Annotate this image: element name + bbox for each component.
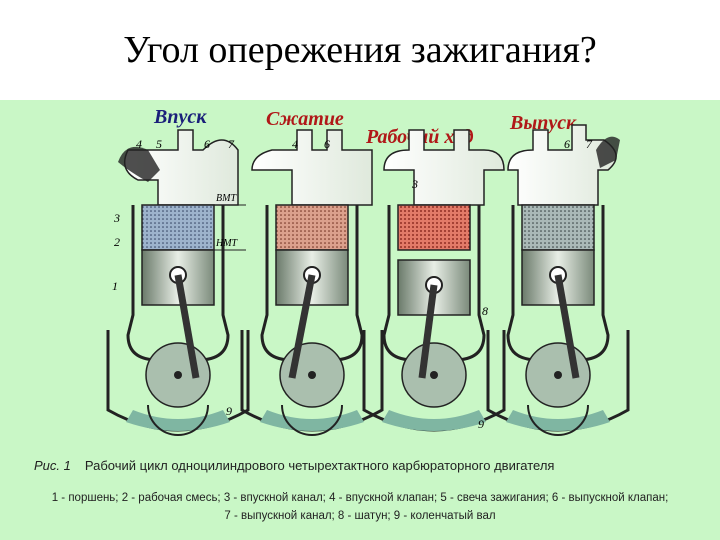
part-number-6: 6	[324, 137, 330, 151]
figure-caption: Рис. 1 Рабочий цикл одноцилиндрового четы…	[34, 458, 554, 473]
part-number-8: 8	[482, 304, 488, 318]
part-number-6: 6	[204, 137, 210, 151]
part-number-4: 4	[136, 137, 142, 151]
part-number-9: 9	[226, 404, 232, 418]
engine-compression: 4 6	[242, 130, 382, 435]
engine-intake: ВМТ НМТ 4 5 6 7 3 2 1 9	[108, 130, 248, 435]
part-number-2: 2	[114, 235, 120, 249]
part-number-7: 7	[228, 137, 235, 151]
figure-caption-text: Рабочий цикл одноцилиндрового четырехтак…	[85, 458, 555, 473]
part-number-3: 3	[411, 177, 418, 191]
part-number-9: 9	[478, 417, 484, 431]
figure-legend-line-2: 7 - выпускной канал; 8 - шатун; 9 - коле…	[0, 510, 720, 522]
part-number-3: 3	[113, 211, 120, 225]
slide-title: Угол опережения зажигания?	[0, 28, 720, 72]
bdc-marker: НМТ	[215, 238, 239, 249]
engine-cycle-diagram: ВМТ НМТ 4 5 6 7 3 2 1 9 4 6	[0, 110, 720, 450]
part-number-5: 5	[156, 137, 162, 151]
engine-power: 3 8	[364, 130, 504, 431]
tdc-marker: ВМТ	[216, 193, 237, 204]
part-number-1: 1	[112, 279, 118, 293]
part-number-4: 4	[292, 137, 298, 151]
figure-legend-line-1: 1 - поршень; 2 - рабочая смесь; 3 - впус…	[0, 492, 720, 504]
engine-exhaust: 6 7 9	[478, 125, 628, 435]
part-number-6: 6	[564, 137, 570, 151]
part-number-7: 7	[586, 137, 593, 151]
figure-number: Рис. 1	[34, 458, 71, 473]
